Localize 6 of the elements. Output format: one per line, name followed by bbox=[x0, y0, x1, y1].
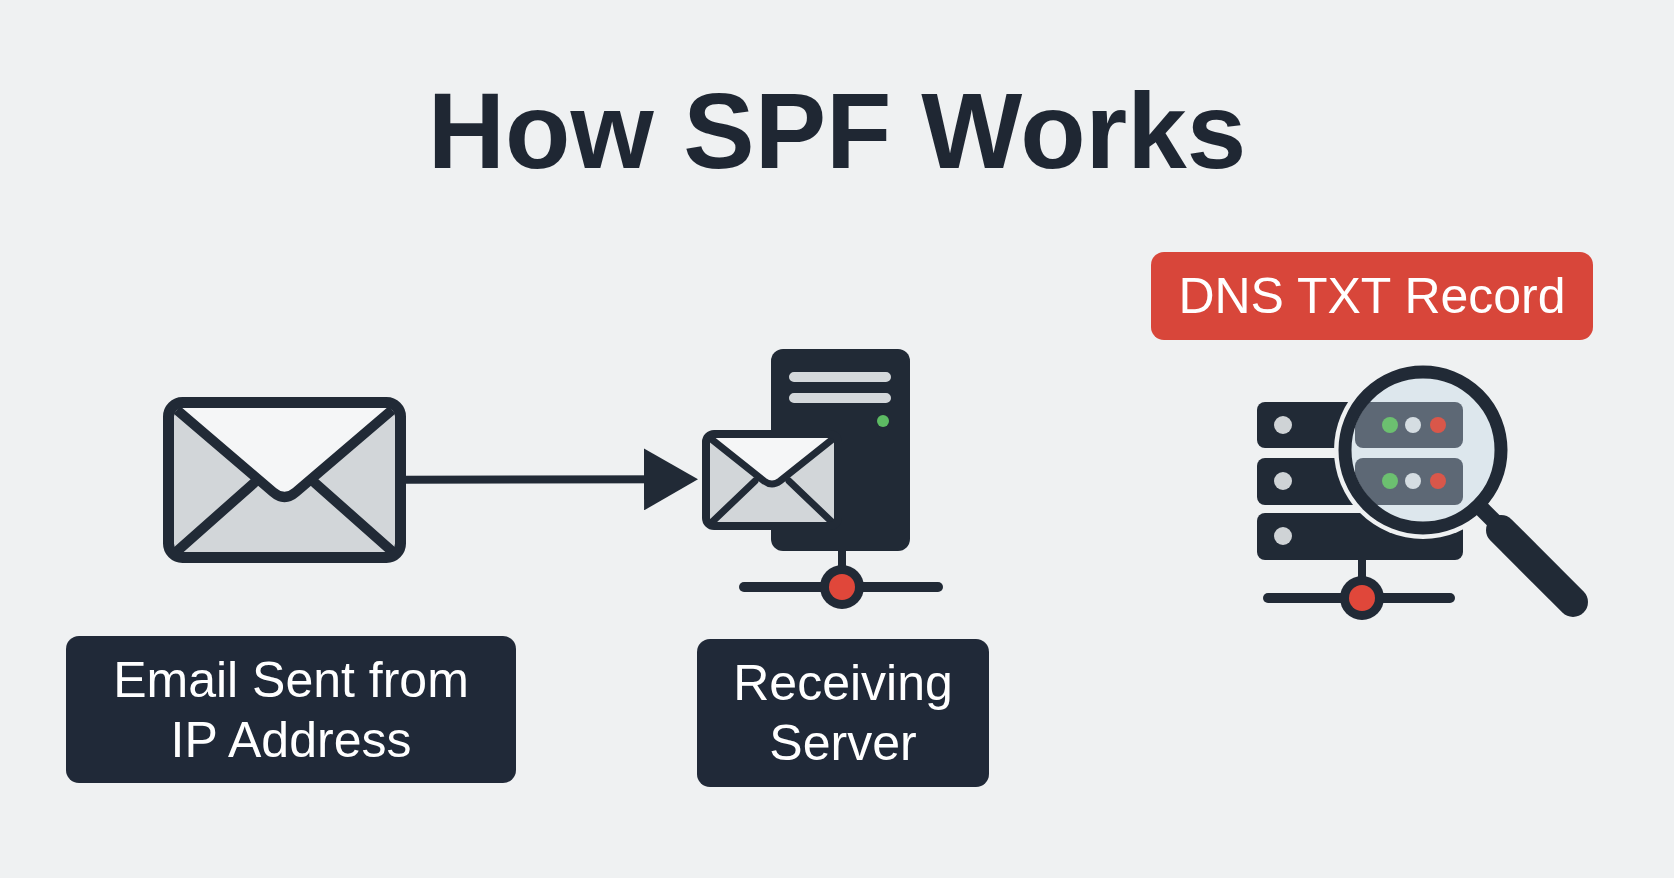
arrow bbox=[406, 448, 698, 511]
title: How SPF Works bbox=[427, 76, 1247, 186]
label-box: Receiving Server bbox=[697, 639, 989, 787]
envelope-icon bbox=[163, 397, 406, 563]
label-box: Email Sent from IP Address bbox=[66, 636, 516, 783]
label-box: DNS TXT Record bbox=[1151, 252, 1593, 340]
